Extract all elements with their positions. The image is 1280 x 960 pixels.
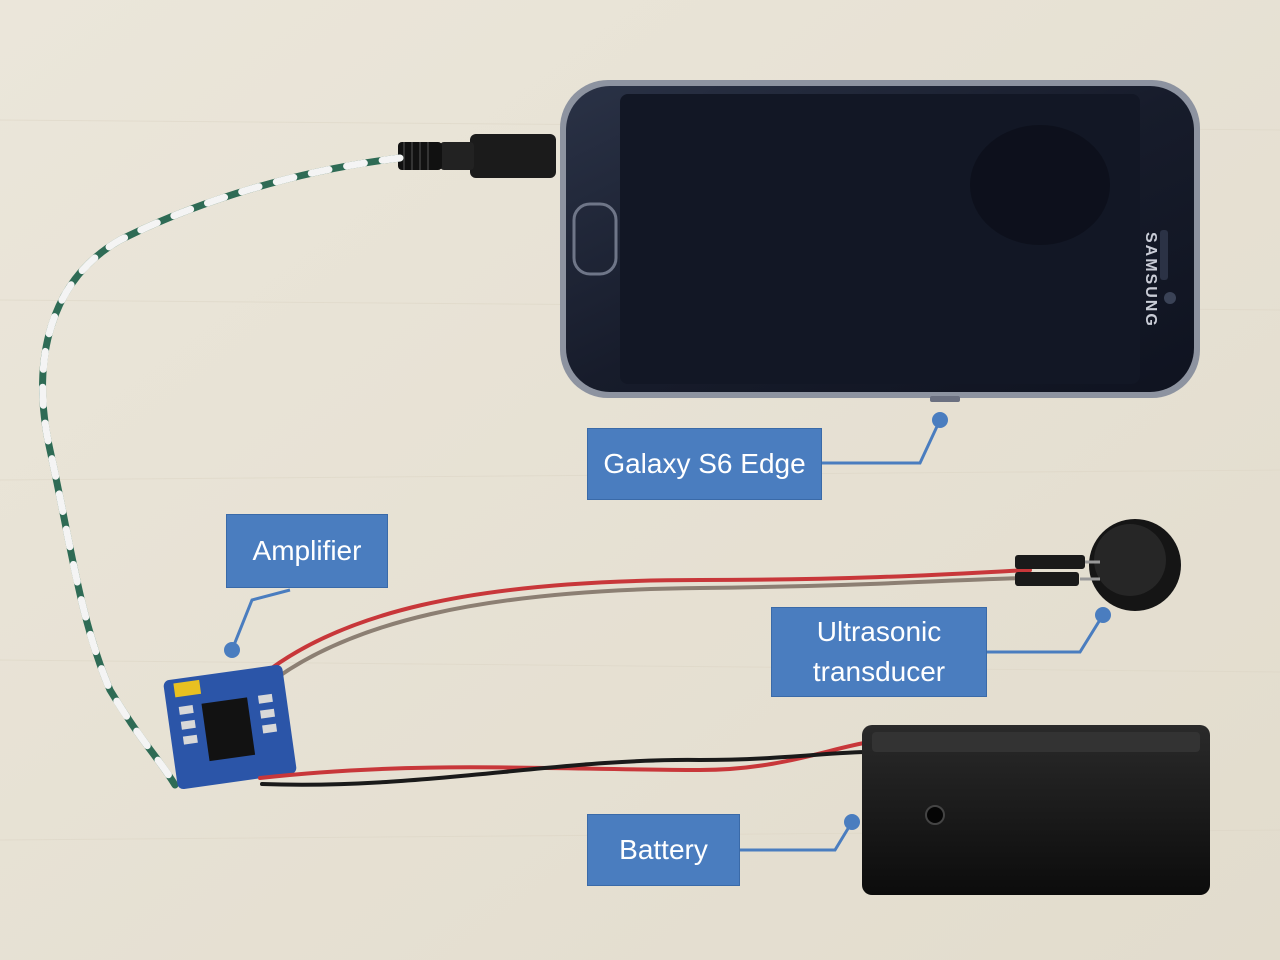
callout-battery-text: Battery — [619, 834, 708, 865]
callout-battery: Battery — [587, 814, 740, 886]
battery-box — [862, 725, 1210, 895]
audio-cable — [39, 154, 404, 789]
leader-line-transducer — [987, 614, 1105, 654]
callout-galaxy-s6-edge: Galaxy S6 Edge — [587, 428, 822, 500]
battery-wires — [258, 740, 872, 787]
callout-amplifier: Amplifier — [226, 514, 388, 588]
callout-transducer-line1: Ultrasonic — [816, 616, 942, 647]
leader-lines — [224, 412, 1111, 852]
ultrasonic-transducer — [1015, 519, 1181, 611]
callout-amplifier-text: Amplifier — [252, 535, 362, 566]
leader-line-amplifier — [230, 588, 291, 651]
leader-line-phone — [822, 419, 942, 465]
smartphone: SAMSUNG — [560, 80, 1200, 402]
callout-ultrasonic-transducer: Ultrasonic transducer — [771, 607, 987, 697]
callout-transducer-line2: transducer — [812, 656, 946, 687]
home-button — [572, 202, 618, 276]
leader-line-battery — [740, 821, 854, 852]
front-camera — [1164, 292, 1176, 304]
callout-galaxy-s6-edge-text: Galaxy S6 Edge — [603, 448, 806, 479]
amplifier-board — [163, 664, 297, 790]
usb-plug — [398, 134, 556, 178]
transducer-wires — [243, 568, 1032, 697]
phone-brand-logo: SAMSUNG — [1142, 232, 1159, 328]
